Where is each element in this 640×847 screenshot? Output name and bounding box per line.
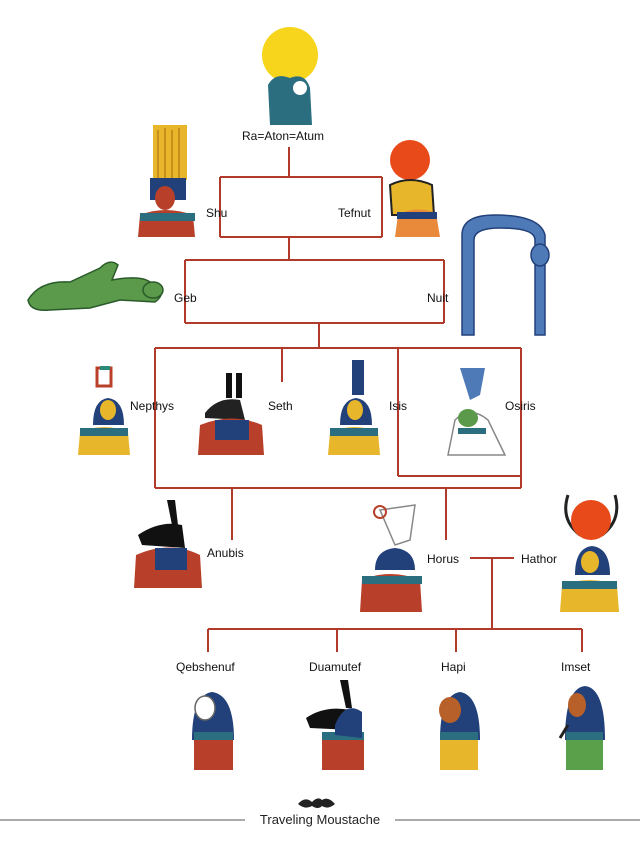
label-imset: Imset xyxy=(561,660,591,674)
horus-figure xyxy=(360,504,422,612)
duamutef-figure xyxy=(306,680,364,770)
label-nuit: Nuit xyxy=(427,291,449,305)
label-geb: Geb xyxy=(174,291,197,305)
ra-figure xyxy=(262,27,318,125)
label-duamutef: Duamutef xyxy=(309,660,362,674)
label-hapi: Hapi xyxy=(441,660,466,674)
brand-name: Traveling Moustache xyxy=(259,812,381,827)
label-osiris: Osiris xyxy=(505,399,536,413)
label-shu: Shu xyxy=(206,206,228,220)
label-seth: Seth xyxy=(268,399,293,413)
isis-figure xyxy=(328,360,380,455)
osiris-figure xyxy=(447,368,507,456)
tefnut-figure xyxy=(388,140,440,237)
moustache-icon xyxy=(298,798,335,808)
label-qebshenuf: Qebshenuf xyxy=(176,660,235,674)
label-isis: Isis xyxy=(389,399,407,413)
hathor-figure xyxy=(560,494,619,612)
qebshenuf-figure xyxy=(192,692,234,770)
anubis-figure xyxy=(134,500,202,588)
seth-figure xyxy=(198,373,264,455)
label-anubis: Anubis xyxy=(207,546,244,560)
label-tefnut: Tefnut xyxy=(338,206,371,220)
label-nepthys: Nepthys xyxy=(130,399,175,413)
nuit-figure xyxy=(461,214,550,336)
tree-connectors xyxy=(154,147,583,652)
label-ra: Ra=Aton=Atum xyxy=(242,129,325,143)
shu-figure xyxy=(138,125,195,237)
hapi-figure xyxy=(439,692,480,770)
nepthys-figure xyxy=(78,366,130,455)
geb-figure xyxy=(27,261,164,312)
label-horus: Horus xyxy=(427,552,460,566)
label-hathor: Hathor xyxy=(521,552,558,566)
imset-figure xyxy=(558,686,605,770)
